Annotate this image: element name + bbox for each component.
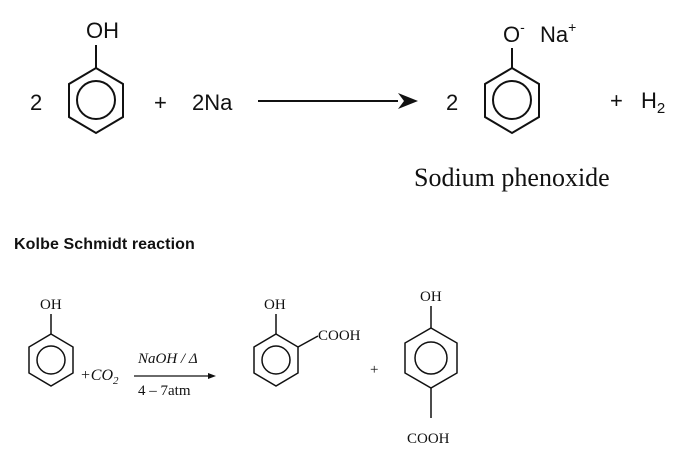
product-coefficient: 2 bbox=[446, 90, 458, 115]
phenoxide-oxygen: O- bbox=[503, 19, 525, 47]
section-heading: Kolbe Schmidt reaction bbox=[14, 236, 195, 253]
product-name-label: Sodium phenoxide bbox=[414, 163, 610, 192]
reactant-oh-label: OH bbox=[40, 297, 62, 313]
phenol-sodium-reaction-diagram: 2 OH + 2Na 2 O- Na+ bbox=[30, 18, 665, 192]
reactant-benzene-ring bbox=[28, 333, 74, 387]
salicylic-oh-label: OH bbox=[264, 297, 286, 313]
conditions-bottom-label: 4 – 7atm bbox=[138, 383, 191, 399]
salicylic-cooh-label: COOH bbox=[318, 328, 361, 344]
phenol-oh-label: OH bbox=[86, 18, 119, 43]
reactant-coefficient: 2 bbox=[30, 90, 42, 115]
plus-sign-1: + bbox=[154, 90, 167, 115]
sodium-cation: Na+ bbox=[540, 19, 576, 47]
plus-sign-2: + bbox=[610, 88, 623, 113]
phenol-sodium-reaction-panel: 2 OH + 2Na 2 O- Na+ bbox=[14, 0, 666, 208]
reaction-arrow bbox=[258, 93, 418, 109]
phenoxide-benzene-ring bbox=[484, 66, 540, 135]
para-cooh-label: COOH bbox=[407, 431, 450, 447]
para-benzene-ring bbox=[404, 327, 458, 389]
para-oh-label: OH bbox=[420, 289, 442, 305]
products-plus-sign: + bbox=[370, 362, 378, 378]
phenol-benzene-ring bbox=[68, 66, 124, 135]
carbon-dioxide-reagent: +CO2 bbox=[80, 367, 119, 387]
kolbe-reaction-arrow bbox=[134, 373, 216, 379]
kolbe-schmidt-reaction-panel: OH +CO2 NaOH / Δ 4 – 7atm OH COOH + OH bbox=[14, 288, 476, 448]
salicylic-benzene-ring bbox=[253, 333, 299, 387]
conditions-top-label: NaOH / Δ bbox=[137, 351, 198, 367]
kolbe-schmidt-reaction-diagram: OH +CO2 NaOH / Δ 4 – 7atm OH COOH + OH bbox=[28, 289, 458, 447]
salicylic-cooh-bond bbox=[297, 335, 319, 348]
sodium-reagent: 2Na bbox=[192, 90, 233, 115]
hydrogen-gas: H2 bbox=[641, 88, 665, 117]
